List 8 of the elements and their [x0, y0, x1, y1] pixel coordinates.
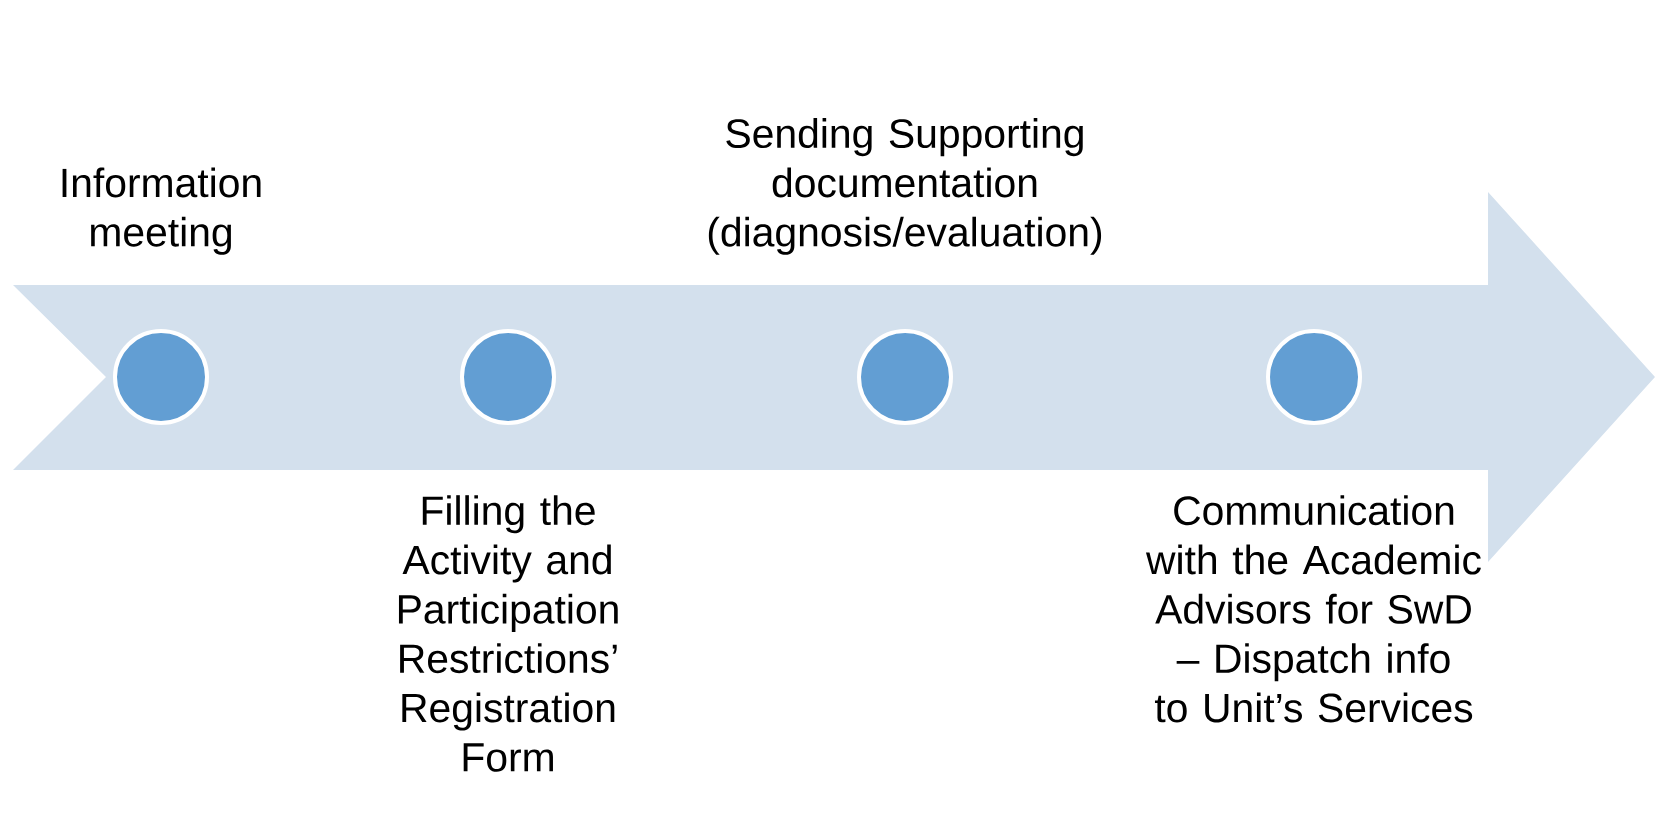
timeline-dot: [113, 329, 209, 425]
timeline-dot: [857, 329, 953, 425]
timeline-dot: [1266, 329, 1362, 425]
step-label: Communication with the Academic Advisors for SwD – Dispatch info to Unit’s Services: [1145, 495, 1481, 723]
step-label: Information meeting: [62, 167, 261, 255]
timeline-dot: [460, 329, 556, 425]
step-label: Filling the Activity and Participation Restrictions’ Registration Form: [398, 495, 618, 772]
step-label: Sending Supporting documentation (diagnosis/evaluation): [708, 118, 1102, 255]
